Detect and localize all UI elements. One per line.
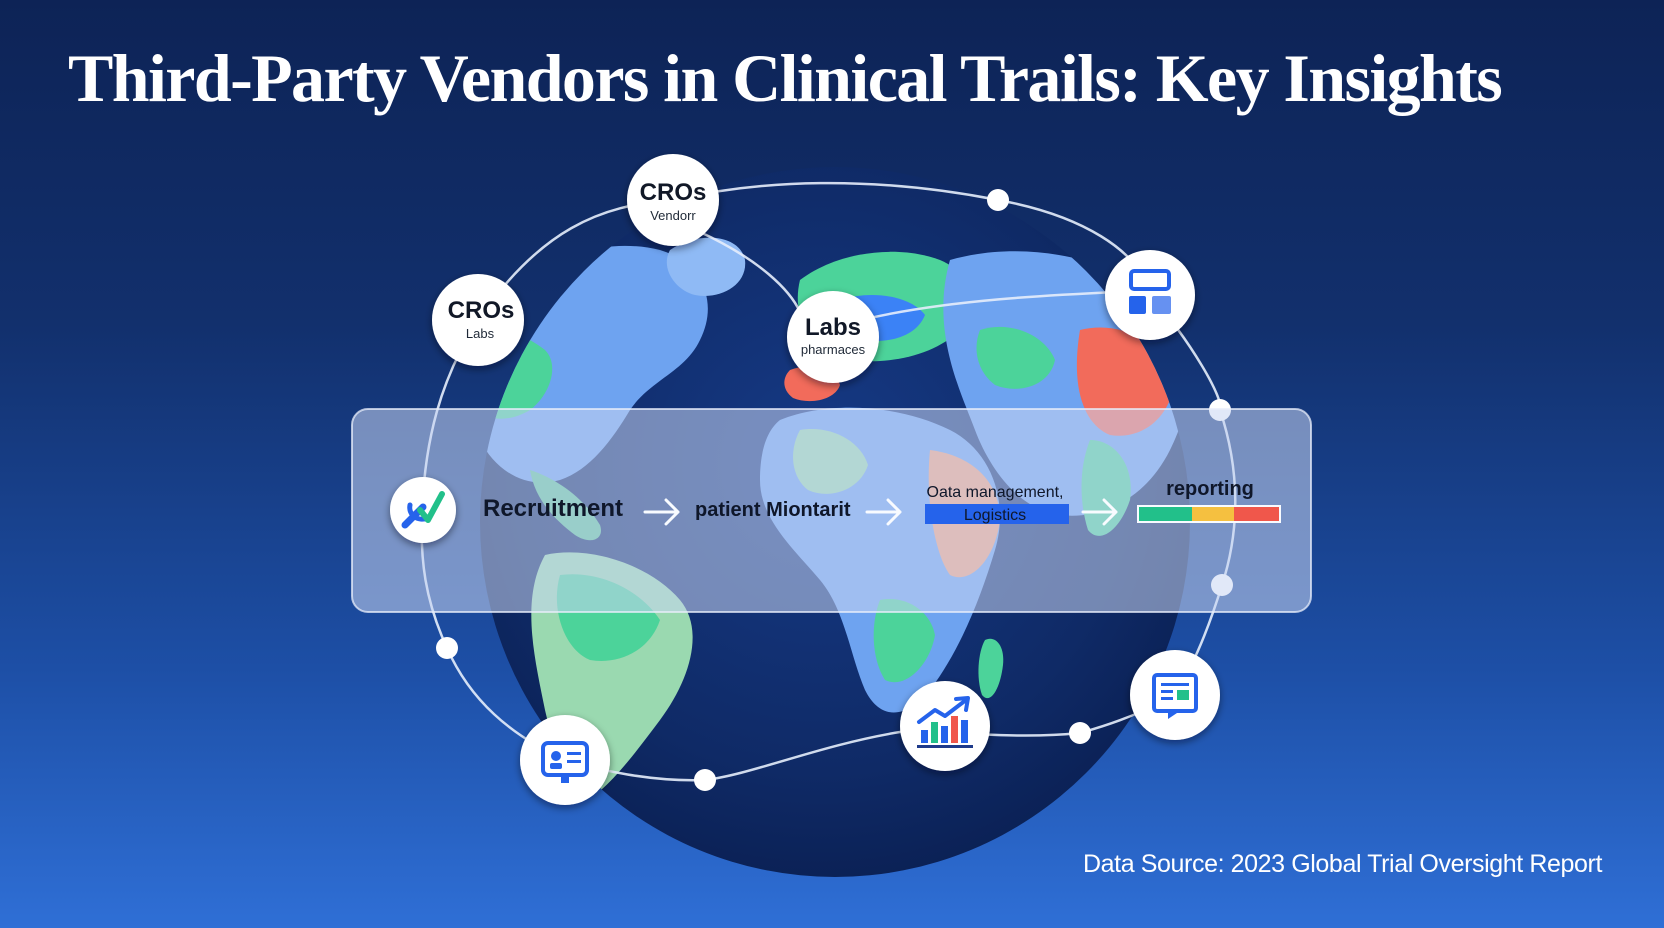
orbit-dot <box>694 769 716 791</box>
logistics-highlight-bar <box>925 504 1069 524</box>
flow-step-reporting: reporting <box>1166 478 1254 500</box>
arrow-right-icon <box>1081 498 1118 526</box>
node-cros-vendor-subtitle: Vendorr <box>650 208 696 223</box>
node-cros-labs-title: CROs <box>448 297 515 324</box>
flow-step-recruitment: Recruitment <box>483 495 623 522</box>
arrow-right-icon <box>865 498 902 526</box>
wrench-check-icon <box>390 477 456 543</box>
arrow-right-icon <box>643 498 680 526</box>
node-labs-pharmacies-subtitle: pharmaces <box>801 342 866 357</box>
dashboard-layout-icon <box>1105 250 1195 340</box>
reporting-status-bar <box>1137 505 1281 523</box>
status-segment-green <box>1138 506 1192 522</box>
flow-step-patient-monitoring: patient Miontarit <box>695 499 851 521</box>
data-source-note: Data Source: 2023 Global Trial Oversight… <box>1083 850 1602 878</box>
orbit-dot <box>436 637 458 659</box>
land-greenland <box>666 237 746 296</box>
node-labs-pharmacies <box>787 291 879 383</box>
process-flow-panel: Recruitment patient Miontarit Oata manag… <box>351 408 1312 613</box>
status-segment-yellow <box>1192 506 1234 522</box>
node-cros-vendor <box>627 154 719 246</box>
node-labs-pharmacies-title: Labs <box>805 314 861 341</box>
status-bar-border <box>1137 505 1281 523</box>
node-cros-labs-subtitle: Labs <box>466 326 495 341</box>
link-labs-dashboard <box>869 290 1119 320</box>
flow-panel-background <box>351 408 1312 613</box>
node-cros-labs <box>432 274 524 366</box>
land-africa-south <box>873 599 935 683</box>
status-segment-red <box>1234 506 1280 522</box>
link-cros-labs <box>699 230 802 313</box>
report-document-icon <box>1130 650 1220 740</box>
flow-step-logistics: Logistics <box>964 507 1026 524</box>
node-cros-vendor-title: CROs <box>640 179 707 206</box>
land-asia-green <box>976 326 1055 389</box>
land-madagascar <box>978 638 1004 699</box>
id-card-icon <box>520 715 610 805</box>
orbit-dot <box>1069 722 1091 744</box>
orbit-dot <box>987 189 1009 211</box>
page-title: Third-Party Vendors in Clinical Trails: … <box>68 40 1503 116</box>
flow-step-data-management: Oata management, <box>927 484 1064 501</box>
bar-chart-icon <box>900 681 990 771</box>
